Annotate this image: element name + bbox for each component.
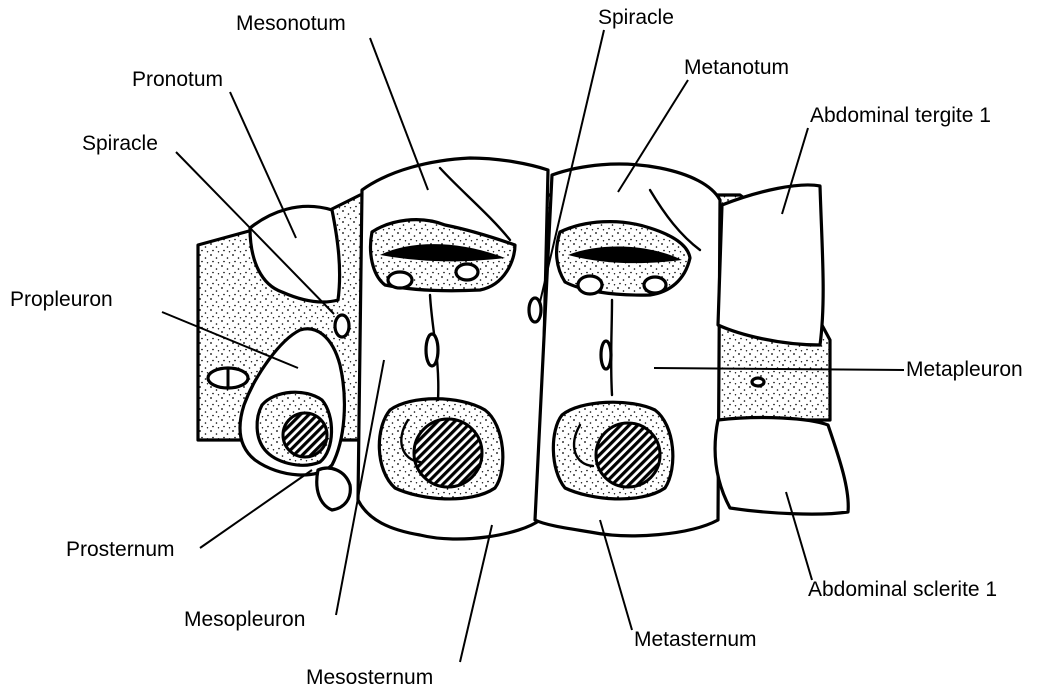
label-abdominal-tergite: Abdominal tergite 1: [810, 104, 991, 127]
meso-oval-right: [456, 264, 478, 280]
label-spiracle-left: Spiracle: [82, 132, 158, 155]
meta-oval-left: [578, 276, 602, 294]
label-mesonotum: Mesonotum: [236, 12, 346, 35]
meta-pleural-spiracle: [601, 341, 611, 369]
label-propleuron: Propleuron: [10, 288, 113, 311]
prosternum-plate: [317, 468, 351, 510]
abdominal-sclerite-plate: [715, 418, 848, 515]
leader-mesosternum: [460, 525, 492, 662]
leader-mesonotum: [370, 38, 428, 190]
label-metapleuron: Metapleuron: [906, 358, 1023, 381]
meso-coxa: [414, 419, 482, 487]
label-metasternum: Metasternum: [634, 628, 757, 651]
label-spiracle-top: Spiracle: [598, 6, 674, 29]
label-prosternum: Prosternum: [66, 538, 175, 561]
meso-pleural-spiracle: [426, 334, 438, 366]
pro-coxa: [283, 413, 327, 457]
leader-prosternum: [200, 470, 312, 548]
label-abdominal-sclerite: Abdominal sclerite 1: [808, 578, 997, 601]
label-metanotum: Metanotum: [684, 56, 789, 79]
label-mesosternum: Mesosternum: [306, 666, 433, 689]
label-pronotum: Pronotum: [132, 68, 223, 91]
meta-coxa: [596, 423, 660, 487]
spiracle-left-opening: [335, 315, 349, 337]
abdominal-tergite-plate: [718, 185, 823, 345]
meta-oval-right: [644, 277, 666, 293]
meso-oval-left: [388, 272, 412, 288]
membrane-spot-right: [752, 378, 764, 386]
label-mesopleuron: Mesopleuron: [184, 608, 305, 631]
